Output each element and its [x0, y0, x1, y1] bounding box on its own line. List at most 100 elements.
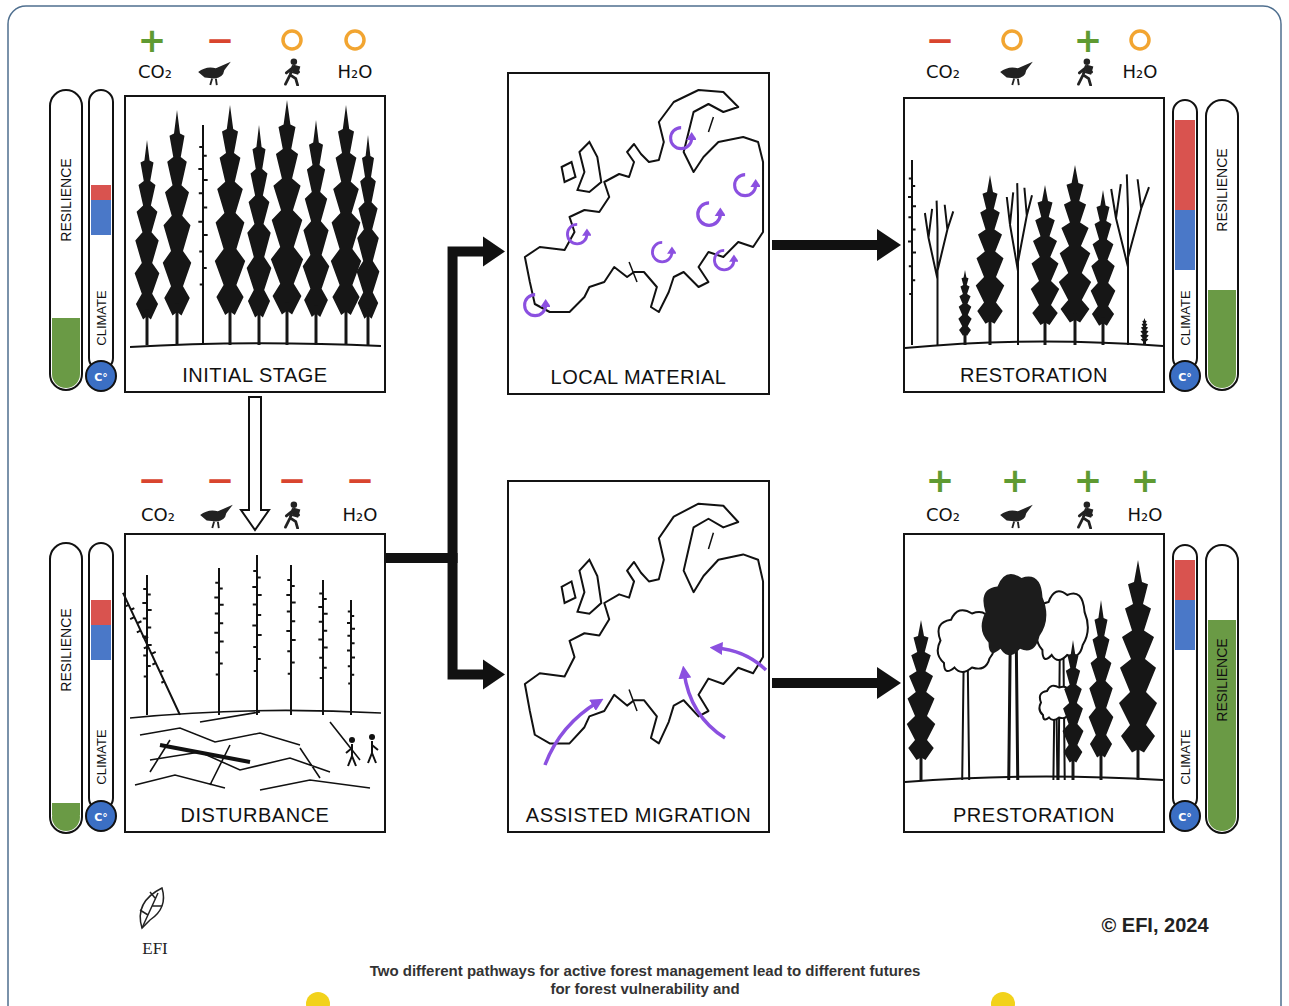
spruce-forest	[130, 100, 381, 347]
art-shape	[982, 574, 1047, 780]
flow-arrow	[241, 397, 269, 530]
gauge-label: RESILIENCE	[59, 608, 73, 691]
resilience-gauge	[50, 90, 1238, 833]
art-shape	[716, 648, 766, 670]
art-shape	[52, 318, 80, 388]
art-shape	[905, 341, 1163, 348]
art-shape	[52, 803, 80, 831]
service-label: CO₂	[926, 63, 960, 81]
art-shape	[303, 120, 330, 345]
art-shape	[545, 702, 598, 765]
art-shape	[89, 90, 113, 370]
panel-title: INITIAL STAGE	[178, 363, 331, 387]
flow-arrow	[772, 667, 901, 699]
service-label: CO₂	[141, 506, 175, 524]
thick-line	[386, 558, 485, 675]
art-shape	[652, 242, 676, 262]
art-shape	[1000, 505, 1033, 528]
gauge-label: CLIMATE	[95, 729, 108, 784]
climate-thermometer	[86, 90, 1200, 831]
art-shape	[89, 543, 113, 810]
art-shape	[1208, 290, 1236, 388]
art-shape	[283, 31, 301, 49]
gauge-label: RESILIENCE	[1215, 638, 1229, 721]
art-shape	[252, 555, 261, 715]
art-shape	[525, 504, 763, 744]
map-panel: ASSISTED MIGRATION	[507, 480, 770, 833]
art-shape	[140, 888, 163, 928]
art-shape	[318, 580, 327, 715]
art-shape	[1173, 100, 1197, 370]
art-shape	[91, 185, 111, 200]
dead-forest	[119, 555, 381, 790]
gauge-label: CLIMATE	[1179, 290, 1192, 345]
negative-sign: −	[206, 463, 235, 497]
thermometer-unit: C°	[1178, 812, 1192, 823]
art-shape	[905, 776, 1163, 782]
flow-arrow	[386, 558, 505, 690]
gauge-label: RESILIENCE	[1215, 148, 1229, 231]
gauge-label: RESILIENCE	[59, 158, 73, 241]
service-label: H₂O	[1128, 506, 1163, 524]
positive-sign: +	[926, 463, 955, 497]
migration-arrow	[545, 648, 766, 765]
thermometer-unit: C°	[1178, 372, 1192, 383]
positive-sign: +	[1074, 463, 1103, 497]
art-shape	[1089, 600, 1114, 780]
art-shape	[735, 175, 761, 196]
gauge-label: CLIMATE	[95, 290, 108, 345]
art-shape	[1078, 58, 1093, 85]
art-shape	[567, 224, 591, 244]
art-shape	[684, 672, 725, 738]
art-shape	[1140, 318, 1149, 345]
art-shape	[1059, 165, 1091, 345]
art-shape	[331, 105, 361, 345]
art-shape	[52, 803, 80, 815]
header-icons	[198, 58, 1093, 528]
stage-panel: DISTURBANCE	[124, 533, 386, 833]
art-shape	[525, 90, 763, 312]
art-shape	[1175, 600, 1195, 650]
art-shape	[1131, 31, 1149, 49]
art-shape	[163, 110, 192, 345]
art-shape	[1111, 174, 1149, 345]
service-label: H₂O	[338, 63, 373, 81]
panel-title: LOCAL MATERIAL	[547, 365, 731, 389]
stage-panel: RESTORATION	[903, 97, 1165, 393]
positive-sign: +	[1001, 463, 1030, 497]
art-shape	[671, 128, 697, 149]
positive-sign: +	[138, 23, 167, 57]
art-shape	[907, 620, 936, 780]
art-shape	[1170, 361, 1200, 391]
service-label: CO₂	[926, 506, 960, 524]
art-shape	[91, 200, 111, 235]
art-shape	[91, 625, 111, 660]
art-shape	[285, 501, 300, 528]
art-shape	[714, 250, 738, 270]
art-shape	[1208, 290, 1236, 330]
art-shape	[525, 295, 551, 316]
positive-sign: +	[1131, 463, 1160, 497]
art-shape	[286, 565, 295, 715]
art-shape	[1175, 560, 1195, 600]
art-shape	[271, 100, 303, 345]
art-shape	[698, 203, 726, 226]
art-shape	[1007, 183, 1032, 345]
art-shape	[215, 105, 245, 345]
art-shape	[1031, 185, 1060, 345]
arrow-head	[877, 667, 901, 699]
negative-sign: −	[138, 463, 167, 497]
art-shape	[86, 361, 116, 391]
gauge-label: CLIMATE	[1179, 729, 1192, 784]
positive-sign: +	[1074, 23, 1103, 57]
logo-text: EFI	[142, 940, 168, 957]
art-shape	[347, 600, 355, 715]
neutral-mark	[283, 31, 1149, 49]
art-shape	[1170, 801, 1200, 831]
art-shape	[1003, 31, 1021, 49]
art-shape	[1175, 210, 1195, 270]
hollow-arrow	[241, 397, 269, 530]
art-shape	[247, 125, 272, 345]
efi-logo	[140, 888, 164, 928]
